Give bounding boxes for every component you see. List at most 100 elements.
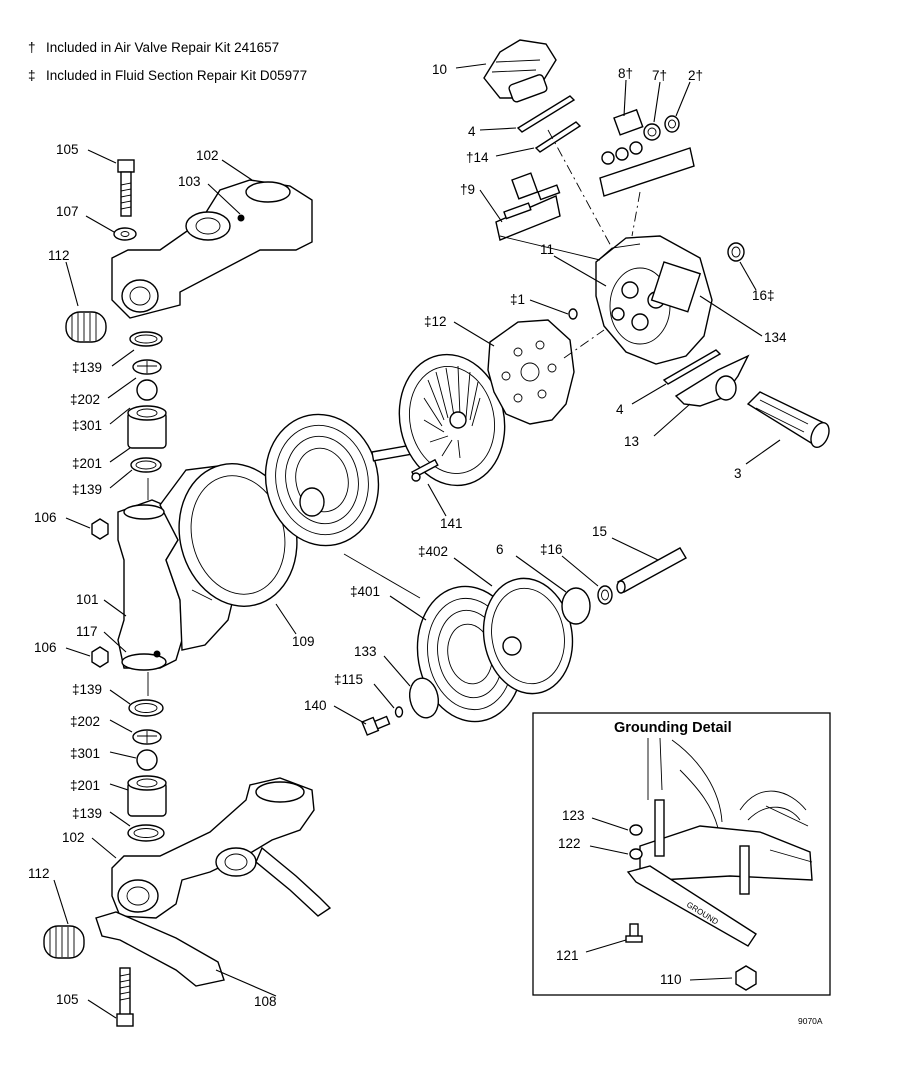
callout-108: 108: [254, 994, 277, 1009]
centerline-3: [563, 329, 605, 359]
air-valve-cover-10: [483, 39, 557, 103]
legend-fluid-section-kit: ‡ Included in Fluid Section Repair Kit D0…: [28, 68, 307, 83]
callout-14: †14: [466, 150, 489, 165]
grounding-detail-panel: Grounding Detail GROUND 123 122 121 110: [532, 712, 831, 996]
callout-110: 110: [660, 972, 682, 987]
callout-106: 106: [34, 640, 57, 655]
nut-106-a: [91, 518, 109, 540]
callout-401: ‡401: [350, 584, 380, 599]
legend-air-valve-kit: † Included in Air Valve Repair Kit 241657: [28, 40, 279, 55]
dagger-symbol: †: [28, 40, 36, 55]
plate-133: [408, 677, 440, 719]
o-ring-16b-inner: [601, 589, 609, 601]
callout-8: 8†: [618, 66, 633, 81]
callout-101: 101: [76, 592, 99, 607]
callout-6: 6: [496, 542, 504, 557]
gasket-4-lower: [662, 349, 722, 385]
seat-202-a: [132, 359, 162, 375]
ball-301-b: [136, 749, 158, 771]
seal-1: [568, 308, 578, 320]
callout-122: 122: [558, 836, 581, 851]
centerline-2: [631, 191, 641, 237]
lower-manifold-102: [111, 777, 332, 919]
callout-112: 112: [48, 248, 70, 263]
callout-134: 134: [764, 330, 787, 345]
exhaust-cover-13: [674, 354, 750, 407]
legend-text: Included in Air Valve Repair Kit 241657: [46, 40, 280, 55]
callout-115: ‡115: [334, 672, 363, 687]
callout-102: 102: [62, 830, 85, 845]
seat-202-b: [132, 729, 162, 745]
callout-402: ‡402: [418, 544, 448, 559]
callout-105: 105: [56, 992, 79, 1007]
callout-301: ‡301: [70, 746, 100, 761]
washer-122: [629, 848, 643, 860]
callout-2: 2†: [688, 68, 703, 83]
o-ring-139-d: [127, 824, 165, 842]
callout-16: ‡16: [540, 542, 563, 557]
callout-102: 102: [196, 148, 219, 163]
air-valve-housing-11: [595, 235, 713, 365]
callout-15: 15: [592, 524, 607, 539]
callout-11: 11: [540, 242, 554, 257]
callout-109: 109: [292, 634, 315, 649]
muffler-3: [746, 391, 830, 449]
centerline-1: [547, 129, 613, 249]
callout-10: 10: [432, 62, 447, 77]
callout-201: ‡201: [70, 778, 100, 793]
cup-14: [534, 121, 582, 153]
callout-106: 106: [34, 510, 57, 525]
callout-301: ‡301: [72, 418, 102, 433]
callout-16: 16‡: [752, 288, 775, 303]
callout-139: ‡139: [72, 806, 102, 821]
callout-139: ‡139: [72, 360, 102, 375]
callout-leaders: [53, 63, 781, 1019]
o-ring-139-b: [130, 457, 162, 473]
ball-301-a: [136, 379, 158, 401]
callout-121: 121: [556, 948, 579, 963]
callout-103: 103: [178, 174, 201, 189]
callout-112: 112: [28, 866, 50, 881]
callout-3: 3: [734, 466, 742, 481]
o-ring-16-top-inner: [731, 246, 741, 258]
upper-manifold-103: [111, 179, 313, 319]
callout-141: 141: [440, 516, 463, 531]
callout-139: ‡139: [72, 482, 102, 497]
o-ring-16b: [597, 585, 613, 605]
screw-141: [411, 458, 439, 482]
mounting-foot-108: [95, 911, 225, 987]
o-ring-139-b-inner: [135, 460, 157, 470]
screw-121: [625, 923, 643, 943]
valve-parts-group: [599, 108, 695, 197]
diaphragm-402: [482, 577, 574, 695]
callout-7: 7†: [652, 68, 667, 83]
lock-washer-123: [629, 824, 643, 836]
axis-line: [343, 553, 421, 599]
callout-201: ‡201: [72, 456, 102, 471]
washer-107: [113, 227, 137, 241]
legend-text: Included in Fluid Section Repair Kit D05…: [46, 68, 308, 83]
nut-106-b: [91, 646, 109, 668]
callout-12: ‡12: [424, 314, 447, 329]
callout-123: 123: [562, 808, 585, 823]
bolt-140: [361, 715, 391, 736]
o-ring-139-c: [128, 699, 164, 717]
double-dagger-symbol: ‡: [28, 68, 36, 83]
guide-201-b: [127, 775, 167, 817]
callout-202: ‡202: [70, 392, 100, 407]
callout-202: ‡202: [70, 714, 100, 729]
callout-4: 4: [468, 124, 476, 139]
plug-112-bottom: [43, 925, 85, 959]
callout-105: 105: [56, 142, 79, 157]
gasket-12: [487, 319, 575, 425]
plug-112-top: [65, 311, 107, 343]
callout-133: 133: [354, 644, 377, 659]
washer-115: [394, 706, 404, 718]
callout-13: 13: [624, 434, 639, 449]
shaft-15: [616, 547, 687, 594]
nut-110: [735, 965, 757, 991]
callout-4: 4: [616, 402, 624, 417]
o-ring-139-c-inner: [134, 703, 158, 713]
plate-6: [561, 587, 591, 625]
